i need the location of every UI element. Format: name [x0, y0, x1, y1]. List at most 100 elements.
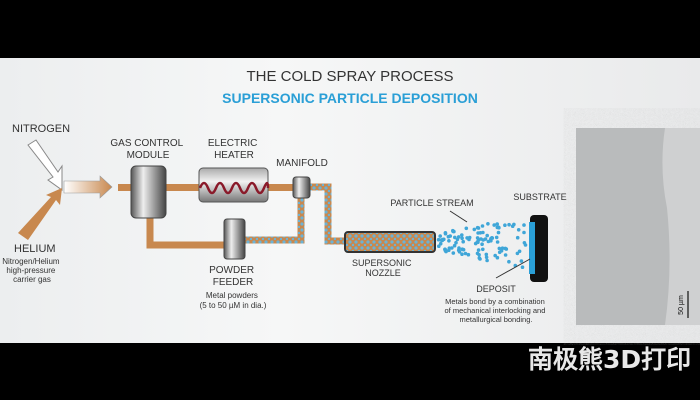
- particle: [460, 233, 464, 237]
- gas-control-module: [130, 165, 167, 219]
- particle: [507, 222, 511, 227]
- deposit-layer: [529, 222, 535, 274]
- particle: [519, 259, 524, 263]
- particle: [460, 247, 465, 251]
- particle: [520, 265, 525, 270]
- deposit-note: Metals bond by a combination of mechanic…: [445, 297, 548, 324]
- particle: [484, 252, 489, 257]
- particle: [497, 225, 501, 230]
- particle: [439, 238, 444, 242]
- heater-coil-icon: [198, 181, 270, 195]
- particle: [454, 240, 458, 245]
- particle: [475, 236, 480, 240]
- powder-note: Metal powders (5 to 50 µM in dia.): [200, 291, 267, 310]
- particle: [515, 251, 520, 256]
- particle: [438, 234, 443, 238]
- powder-feeder-label: POWDER FEEDER: [209, 265, 257, 288]
- particle: [447, 239, 451, 243]
- particle: [464, 226, 469, 231]
- particle: [496, 230, 501, 235]
- helium-arrow-icon: [18, 188, 62, 240]
- particle: [453, 235, 457, 240]
- substrate-label: SUBSTRATE: [513, 192, 566, 202]
- particle: [478, 257, 482, 261]
- scale-bar-label: 50 µm: [678, 295, 685, 315]
- particle: [485, 258, 489, 263]
- powder-feeder: [223, 218, 246, 260]
- deposit-label: DEPOSIT: [476, 284, 516, 294]
- particle: [515, 235, 520, 240]
- powder-pipe: [243, 196, 305, 244]
- particle: [478, 231, 483, 235]
- particle: [480, 242, 484, 246]
- particle: [480, 224, 485, 228]
- helium-label: HELIUM: [14, 243, 56, 255]
- particle: [507, 259, 511, 264]
- particle-stream-label: PARTICLE STREAM: [390, 198, 473, 208]
- particle: [495, 222, 500, 226]
- particle: [516, 228, 521, 232]
- particle: [447, 248, 451, 253]
- particle: [494, 235, 499, 240]
- particle: [522, 241, 527, 245]
- particle: [481, 238, 486, 242]
- particle: [489, 239, 493, 243]
- manifold-to-nozzle-pipe: [309, 183, 347, 245]
- particle: [451, 228, 455, 233]
- particle: [443, 247, 447, 252]
- particle: [467, 237, 471, 242]
- particle: [456, 235, 461, 239]
- helium-note: Nitrogen/Helium high-pressure carrier ga…: [2, 257, 62, 284]
- watermark: 南极熊3D打印: [528, 345, 692, 374]
- particle: [451, 251, 456, 255]
- particle: [443, 231, 448, 236]
- particle: [463, 251, 468, 256]
- particle: [497, 246, 502, 251]
- particle: [495, 240, 500, 244]
- particle: [522, 223, 526, 227]
- particle: [448, 234, 453, 238]
- diagram-subtitle: SUPERSONIC PARTICLE DEPOSITION: [222, 90, 478, 106]
- combined-gas-arrow-icon: [63, 175, 113, 199]
- particle: [457, 246, 461, 250]
- heater-label: ELECTRIC HEATER: [208, 138, 260, 161]
- particle: [437, 244, 441, 248]
- particle: [472, 227, 477, 232]
- particle: [522, 230, 526, 235]
- particle: [503, 246, 508, 251]
- particle: [475, 225, 480, 230]
- diagram-title: THE COLD SPRAY PROCESS: [247, 68, 454, 85]
- particle: [500, 246, 505, 250]
- deposit-pointer: [495, 258, 531, 279]
- micrograph-image: 50 µm: [576, 128, 700, 325]
- particle: [466, 252, 471, 257]
- manifold-label: MANIFOLD: [276, 158, 328, 169]
- particle: [510, 224, 515, 228]
- particle-stream-pointer: [449, 210, 468, 223]
- particle: [503, 223, 507, 227]
- particle: [503, 253, 508, 257]
- particle: [461, 239, 466, 244]
- particle: [452, 243, 457, 248]
- particle: [460, 236, 464, 240]
- nitrogen-arrow-icon: [27, 139, 63, 191]
- particle: [493, 253, 498, 258]
- particle: [486, 222, 490, 226]
- particle: [477, 253, 481, 257]
- particle-stream: [436, 222, 528, 270]
- particle: [485, 233, 490, 238]
- nozzle-label: SUPERSONIC NOZZLE: [352, 258, 414, 278]
- particle: [490, 236, 494, 240]
- particle: [438, 241, 443, 246]
- supersonic-nozzle: [344, 231, 436, 253]
- particle: [476, 248, 481, 252]
- gas-control-label: GAS CONTROL MODULE: [110, 138, 185, 161]
- particle: [460, 252, 464, 256]
- manifold: [292, 176, 311, 199]
- particle: [492, 223, 497, 227]
- nitrogen-label: NITROGEN: [12, 123, 70, 135]
- particle: [484, 255, 489, 260]
- particle: [481, 247, 485, 252]
